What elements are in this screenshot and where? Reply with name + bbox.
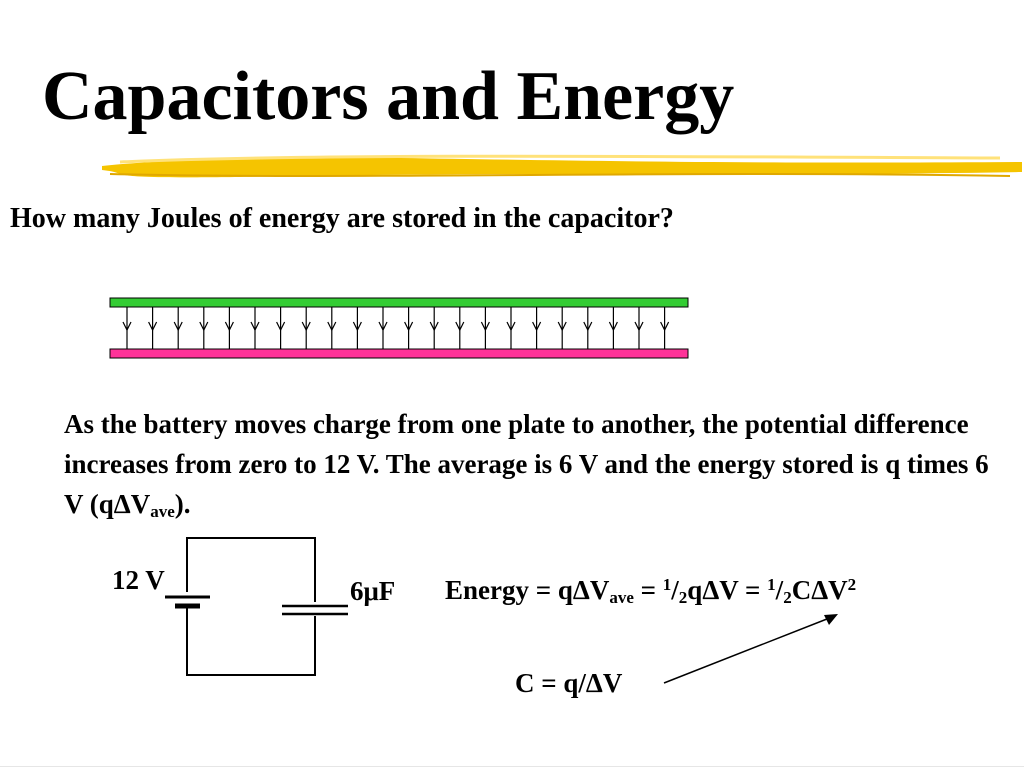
field-arrowhead bbox=[327, 321, 337, 332]
field-arrowhead bbox=[506, 321, 516, 332]
field-arrowhead bbox=[122, 321, 132, 332]
parallel-plate-capacitor bbox=[109, 297, 689, 359]
title-underline-brush bbox=[102, 154, 1022, 178]
field-arrowhead bbox=[660, 321, 670, 332]
electric-field-lines bbox=[122, 307, 670, 349]
question-text: How many Joules of energy are stored in … bbox=[10, 203, 674, 234]
top-plate bbox=[109, 297, 689, 308]
bottom-plate bbox=[109, 348, 689, 359]
field-arrowhead bbox=[583, 321, 593, 332]
field-arrowhead bbox=[480, 321, 490, 332]
field-arrowhead bbox=[173, 321, 183, 332]
capacitance-definition: C = q/ΔV bbox=[515, 668, 623, 698]
field-arrowhead bbox=[276, 321, 286, 332]
battery-voltage-label: 12 V bbox=[112, 565, 165, 595]
field-arrowhead bbox=[301, 321, 311, 332]
field-arrowhead bbox=[532, 321, 542, 332]
field-arrowhead bbox=[224, 321, 234, 332]
field-arrowhead bbox=[250, 321, 260, 332]
footer-divider bbox=[0, 766, 1024, 767]
field-arrowhead bbox=[352, 321, 362, 332]
field-arrowhead bbox=[557, 321, 567, 332]
field-arrowhead bbox=[199, 321, 209, 332]
field-arrowhead bbox=[148, 321, 158, 332]
field-arrowhead bbox=[608, 321, 618, 332]
field-arrowhead bbox=[378, 321, 388, 332]
field-arrowhead bbox=[455, 321, 465, 332]
arrow-icon bbox=[663, 614, 838, 684]
field-arrowhead bbox=[404, 321, 414, 332]
explanation-text: As the battery moves charge from one pla… bbox=[64, 409, 989, 521]
field-arrowhead bbox=[634, 321, 644, 332]
capacitance-label: 6μF bbox=[350, 576, 396, 606]
energy-equation: Energy = qΔVave = 1/2qΔV = 1/2CΔV2 bbox=[445, 575, 857, 607]
circuit-diagram bbox=[165, 537, 348, 676]
field-arrowhead bbox=[429, 321, 439, 332]
slide-title: Capacitors and Energy bbox=[42, 58, 735, 135]
